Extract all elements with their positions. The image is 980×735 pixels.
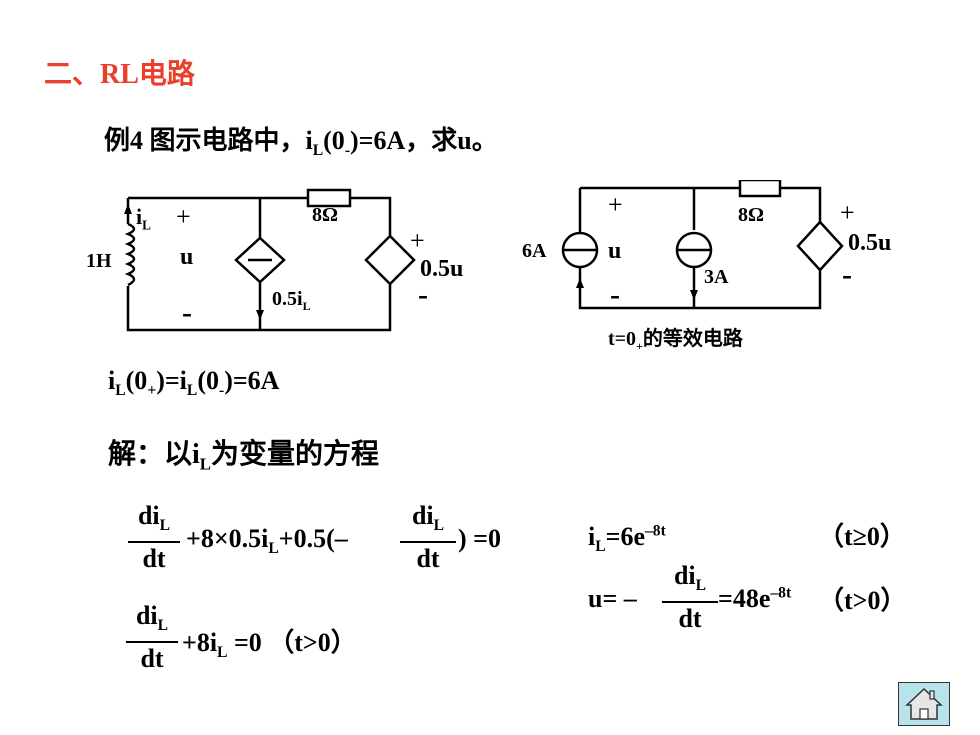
example-suffix: )=6A，求u。 bbox=[350, 126, 498, 155]
example-prefix: 例4 图示电路中，i bbox=[104, 126, 313, 155]
u-label-eq: u bbox=[608, 238, 622, 264]
example-mid: (0 bbox=[323, 126, 345, 155]
inductor-label: 1H bbox=[86, 250, 112, 272]
vsource-minus: - bbox=[418, 278, 428, 311]
initial-condition: iL(0+)=iL(0-)=6A bbox=[108, 366, 280, 400]
fraction-diL-dt: diL dt bbox=[128, 502, 180, 573]
plus-sign-eq: + bbox=[608, 190, 623, 219]
example-sub2: - bbox=[344, 142, 351, 160]
vsource-minus-eq: - bbox=[842, 258, 852, 291]
result-iL-condition: （t≥0） bbox=[818, 522, 906, 551]
solution-heading: 解：以iL为变量的方程 bbox=[108, 439, 379, 474]
minus-sign: - bbox=[182, 296, 192, 329]
vsource-label-eq: 0.5u bbox=[848, 230, 892, 256]
equivalent-caption: t=0+的等效电路 bbox=[608, 328, 743, 353]
equation1-end: ) =0 bbox=[458, 524, 501, 553]
vsource-label: 0.5u bbox=[420, 256, 464, 282]
circuit-diagram-equivalent bbox=[561, 180, 844, 310]
result-u-lhs: u= – bbox=[588, 584, 637, 613]
result-u-rhs: =48e–8t bbox=[718, 584, 792, 613]
home-icon bbox=[905, 687, 943, 720]
fraction-diL-dt-4: diL dt bbox=[662, 562, 718, 633]
result-u-condition: （t>0） bbox=[818, 586, 907, 615]
circuit-diagram-original bbox=[124, 188, 416, 332]
source-3A-label: 3A bbox=[704, 266, 729, 288]
example-statement: 例4 图示电路中，iL(0-)=6A，求u。 bbox=[104, 120, 498, 160]
u-label: u bbox=[180, 244, 194, 270]
equation1-middle: +8×0.5iL+0.5(– bbox=[186, 524, 348, 558]
source-6A-label: 6A bbox=[522, 240, 547, 262]
iL-label: iL bbox=[136, 204, 151, 233]
result-iL: iL=6e–8t bbox=[588, 522, 666, 556]
fraction-diL-dt-3: diL dt bbox=[126, 602, 178, 673]
section-title: 二、RL电路 bbox=[44, 59, 195, 90]
plus-sign: + bbox=[176, 202, 191, 231]
vsource-plus-eq: + bbox=[840, 198, 855, 227]
fraction-diL-dt-2: diL dt bbox=[400, 502, 456, 573]
minus-sign-eq: - bbox=[610, 278, 620, 311]
current-source-label: 0.5iL bbox=[272, 288, 311, 313]
example-sub: L bbox=[312, 142, 324, 160]
resistor-label-eq: 8Ω bbox=[738, 204, 765, 226]
equation2: +8iL =0 （t>0） bbox=[182, 628, 357, 662]
resistor-label: 8Ω bbox=[312, 204, 339, 226]
home-button[interactable] bbox=[898, 682, 950, 726]
vsource-plus: + bbox=[410, 226, 425, 255]
